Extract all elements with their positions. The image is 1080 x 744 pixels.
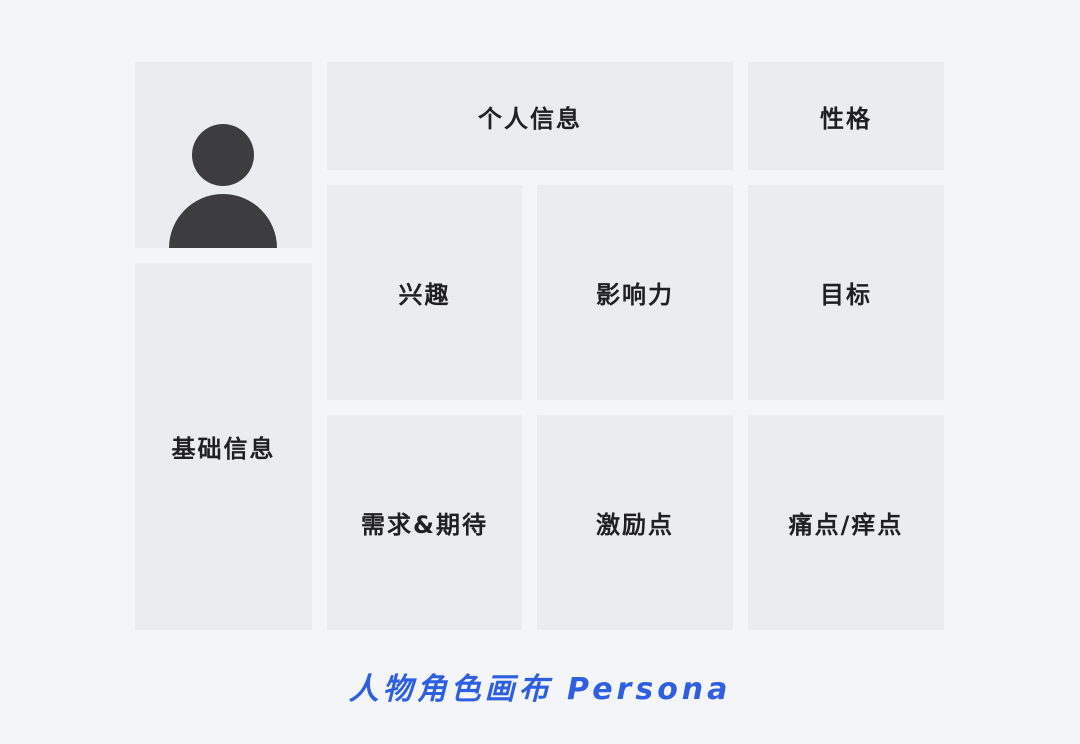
goals-cell: 目标	[748, 185, 944, 400]
basic-info-cell: 基础信息	[135, 263, 312, 630]
needs-expectations-cell: 需求&期待	[327, 415, 522, 630]
person-silhouette-icon	[169, 124, 277, 248]
avatar-cell	[135, 62, 312, 248]
interests-cell: 兴趣	[327, 185, 522, 400]
motivators-cell: 激励点	[537, 415, 733, 630]
canvas-caption: 人物角色画布 Persona	[348, 672, 732, 707]
influence-cell: 影响力	[537, 185, 733, 400]
personality-cell: 性格	[748, 62, 944, 170]
personal-info-cell: 个人信息	[327, 62, 733, 170]
pain-points-cell: 痛点/痒点	[748, 415, 944, 630]
